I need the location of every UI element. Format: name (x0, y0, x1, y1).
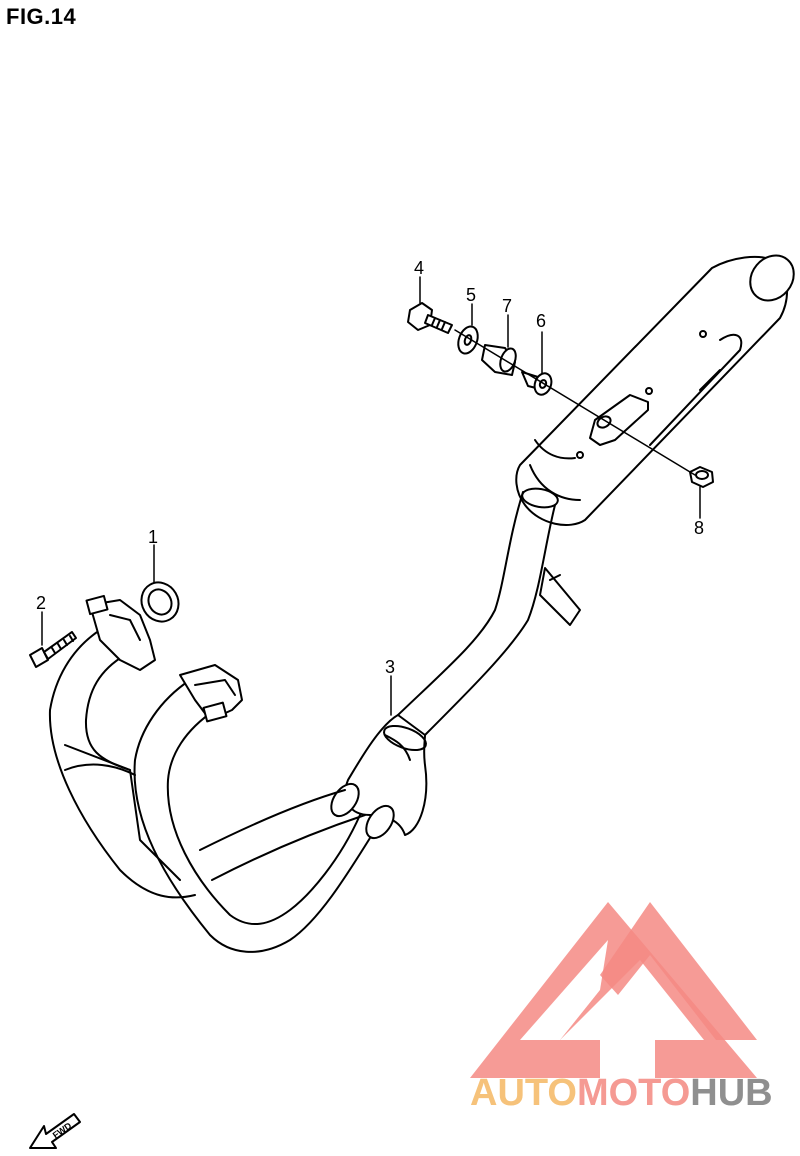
callout-8: 8 (694, 518, 704, 538)
callout-1: 1 (148, 527, 158, 547)
figure-title: FIG.14 (6, 4, 77, 29)
flange-clamp-rear (85, 594, 156, 671)
callout-2: 2 (36, 593, 46, 613)
flange-clamp-front (179, 664, 243, 723)
part-2-bolt (29, 631, 77, 668)
callout-6: 6 (536, 311, 546, 331)
watermark-hub: HUB (690, 1072, 773, 1114)
callout-7: 7 (502, 296, 512, 316)
header-pipe-rear (48, 629, 366, 899)
callout-3: 3 (385, 657, 395, 677)
part-5-washer (457, 325, 479, 355)
muffler (515, 254, 795, 526)
watermark-moto: MOTO (576, 1072, 691, 1114)
assembly-axis-line (454, 329, 696, 476)
callout-4: 4 (414, 258, 424, 278)
part-8-nut (689, 466, 714, 488)
callouts: 1 2 3 4 5 6 7 8 (36, 258, 704, 677)
watermark-text: AUTOMOTOHUB (470, 1072, 773, 1115)
part-4-bolt (407, 302, 453, 334)
callout-5: 5 (466, 285, 476, 305)
connecting-pipe (397, 487, 581, 736)
part-7-grommet (481, 344, 517, 376)
part-6-sleeve (521, 371, 553, 396)
leader-lines (41, 276, 701, 716)
watermark-logo (470, 902, 757, 1078)
fwd-arrow-icon: FWD (29, 1113, 81, 1149)
watermark-auto: AUTO (470, 1072, 577, 1114)
part-1-gasket (140, 581, 180, 623)
